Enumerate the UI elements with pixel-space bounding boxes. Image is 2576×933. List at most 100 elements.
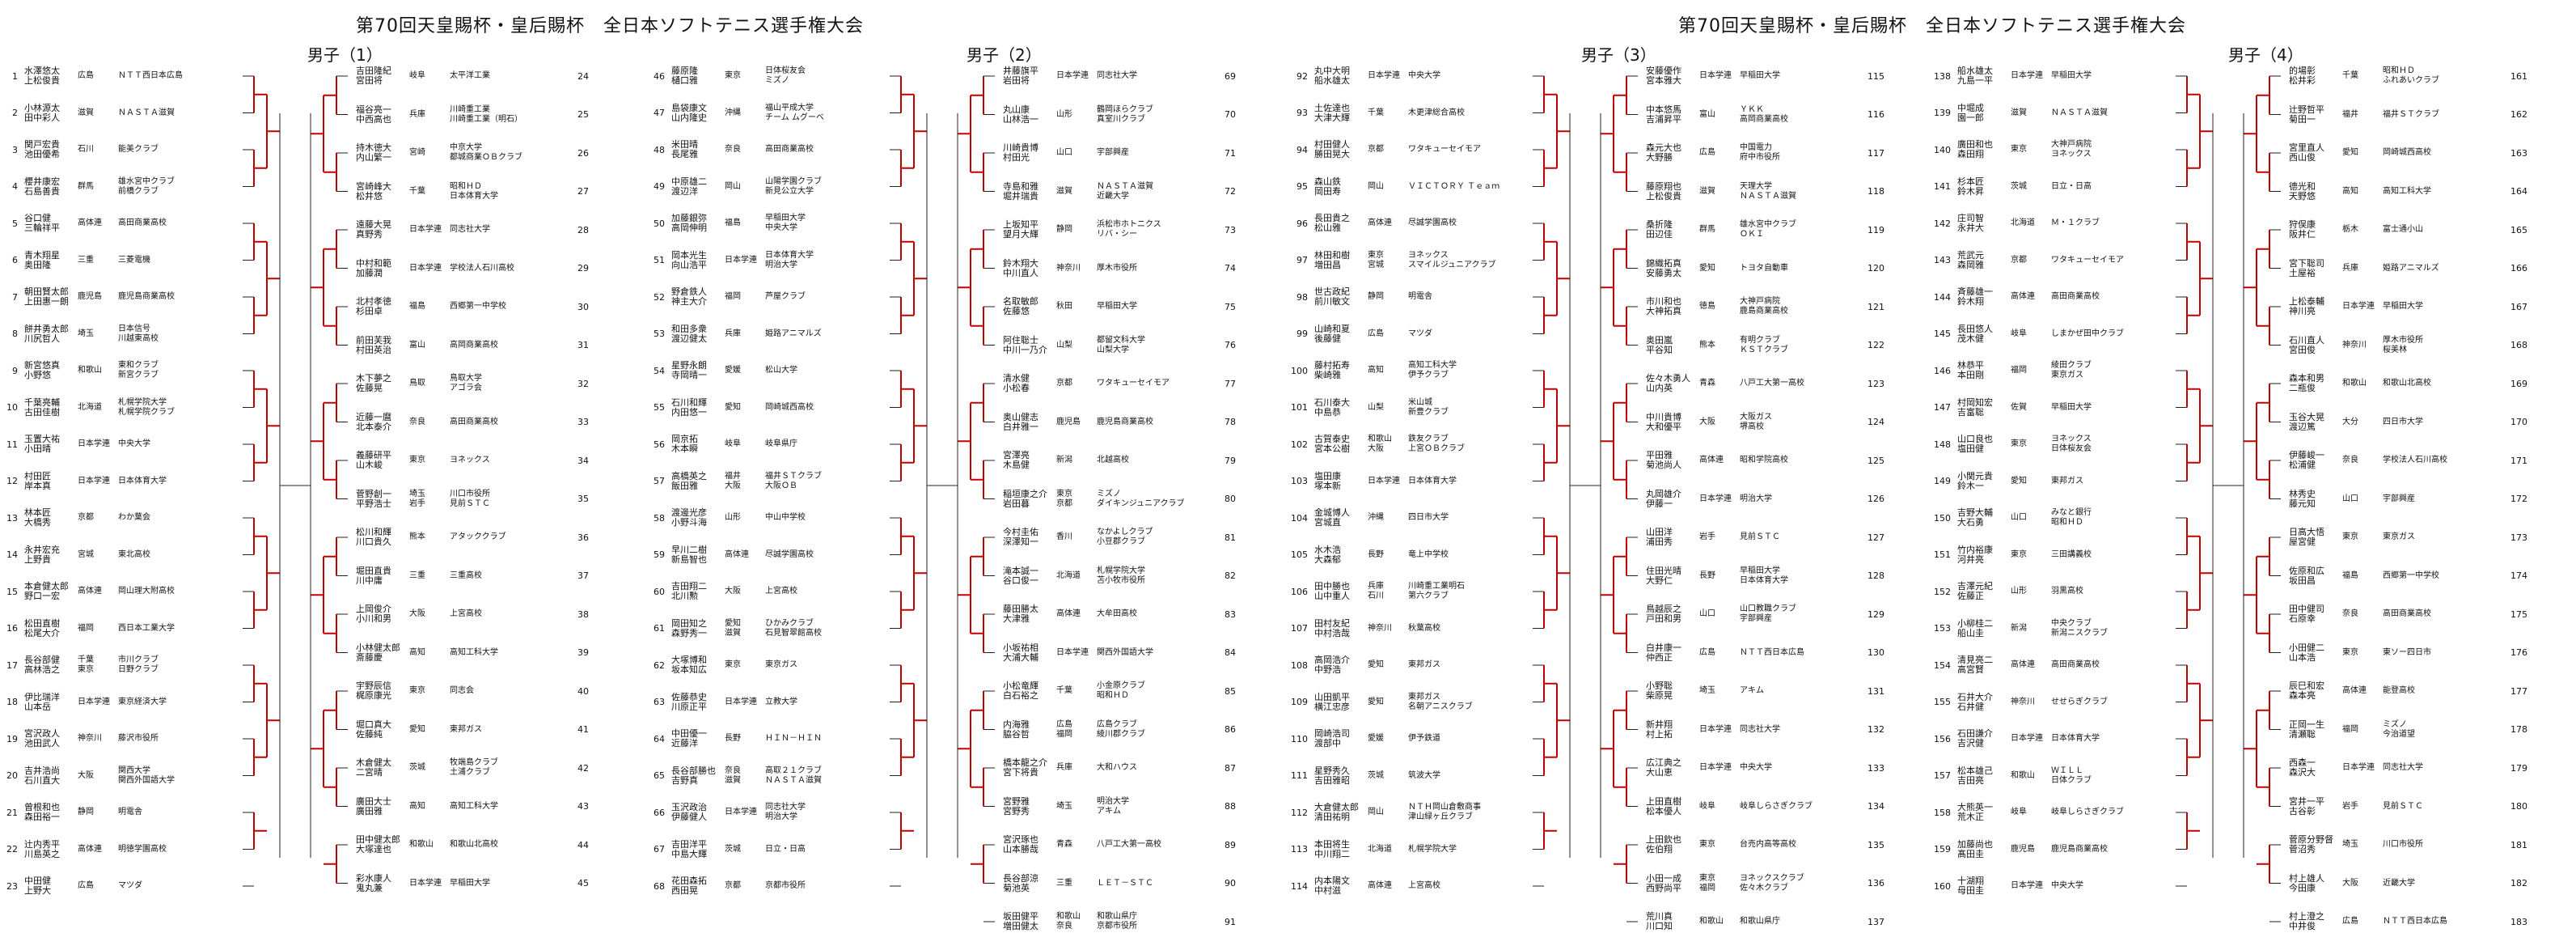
player-names: 平田雅菊池尚人 (1646, 451, 1696, 470)
player-name: 吉野大輔 (1957, 507, 1993, 518)
prefecture: 岡山 (1368, 182, 1403, 192)
prefecture-name: 愛知 (1699, 263, 1715, 273)
player-name: 小坂祐相 (1003, 642, 1038, 653)
team-name: 堺高校 (1740, 422, 1764, 431)
player-name: 鬼丸兼 (356, 882, 383, 893)
prefecture-name: 岩手 (1699, 532, 1715, 541)
prefecture: 茨城 (725, 845, 760, 855)
player-name: 西山俊 (2289, 152, 2316, 163)
prefecture-name: 宮城 (1368, 260, 1384, 269)
prefecture-name: 滋賀 (2011, 108, 2027, 117)
player-names: 水木浩大森郁 (1314, 545, 1364, 565)
entry-number: 146 (1934, 365, 1951, 376)
player-names: 宮下聡司土屋裕 (2289, 257, 2339, 278)
team-name: 岡山理大附高校 (118, 587, 175, 596)
team: 見前ＳＴＣ (2383, 802, 2504, 812)
team: 岡山理大附高校 (118, 587, 239, 596)
player-name: 二瓶俊 (2289, 383, 2316, 393)
player-name: 山中重人 (1314, 591, 1350, 601)
section-title-2: 男子（2） (967, 45, 1042, 65)
prefecture: 千葉 (2342, 71, 2378, 81)
entry-number: 108 (1291, 659, 1308, 671)
player-name: 神主大介 (671, 296, 707, 307)
entry-number: 75 (1225, 301, 1236, 312)
player-names: 荒川真川口知 (1646, 912, 1696, 931)
team-name: 高田商業高校 (2051, 292, 2100, 301)
team-name: 今治道望 (2383, 729, 2415, 739)
player-names: 長田悠人茂木健 (1957, 324, 2007, 344)
player-name: 宮下聡司 (2289, 257, 2324, 269)
prefecture: 群馬 (78, 182, 113, 192)
team-name: 宇部興産 (2383, 494, 2415, 503)
player-name: 滝本誠一 (1003, 565, 1038, 576)
entry-number: 45 (577, 878, 589, 888)
team-name: 高田商業高校 (765, 145, 814, 154)
team-name: 大阪ガス (1740, 412, 1772, 422)
player-names: 中堀成園一郎 (1957, 103, 2007, 123)
player-name: 本田剛 (1957, 370, 1984, 380)
team-name: 西郷第一中学校 (2383, 570, 2439, 580)
team-name: 太平洋工業 (450, 71, 490, 80)
player-name: 上野大 (24, 885, 51, 896)
team-name: 新豊クラブ (1408, 407, 1449, 417)
player-name: 田中彩人 (24, 112, 60, 123)
team-name: ワタキューセイモア (1408, 145, 1481, 154)
team-name: 八戸工大第一高校 (1740, 379, 1804, 388)
player-name: 藤田勝太 (1003, 604, 1038, 614)
entry-number: 26 (577, 147, 589, 159)
player-names: 中本悠馬吉浦昇平 (1646, 104, 1696, 125)
entry-number: 3 (12, 144, 18, 155)
prefecture-name: 兵庫 (409, 109, 425, 119)
player-name: 大倉健太郎 (1314, 802, 1359, 812)
prefecture-name: 東京 (1056, 489, 1072, 498)
player-name: 星野秀久 (1314, 765, 1350, 776)
prefecture-name: 東京 (725, 71, 741, 80)
player-name: 永井宏充 (24, 544, 60, 555)
team-name: ＨＩＮ－ＨＩＮ (765, 734, 822, 743)
player-names: 関戸宏貴池田優希 (24, 140, 74, 159)
player-name: 辻野哲平 (2289, 104, 2324, 115)
player-names: 上田欽也佐伯翔 (1646, 835, 1696, 855)
player-names: 德光和天野悠 (2289, 181, 2339, 201)
team-name: 伊予鉄道 (1408, 734, 1440, 743)
player-name: 吉澤元紀 (1957, 581, 1993, 592)
team-name: 近畿大学 (2383, 878, 2415, 888)
entry-number: 66 (654, 807, 665, 818)
prefecture: 日本学連 (2342, 302, 2378, 312)
player-names: 青木翔星奥田隆 (24, 250, 74, 270)
player-name: 二宮晴 (356, 767, 383, 778)
player-names: 山田凱平横江忠彦 (1314, 692, 1364, 712)
team-name: 台売内高等高校 (1740, 840, 1796, 849)
player-name: 井藤旗平 (1003, 66, 1038, 76)
entry-number: 178 (2510, 724, 2527, 735)
team-name: チーム ムグーベ (765, 112, 824, 122)
team-name: 新潟ニスクラブ (2051, 628, 2108, 638)
player-name: 上岡俊介 (356, 604, 391, 614)
team: 高知工科大学 (2383, 187, 2504, 197)
team-name: 日本体育大学 (450, 191, 498, 201)
player-names: 藤原隆樋口雅 (671, 66, 721, 86)
team-name: せせらぎクラブ (2051, 697, 2108, 706)
team: 日立・日高 (765, 845, 886, 855)
prefecture: 愛知 (1368, 698, 1403, 707)
player-name: 長田悠人 (1957, 323, 1993, 334)
player-name: 高宮賢 (1957, 664, 1984, 675)
player-names: 長谷部勝也吉野真 (671, 765, 721, 786)
prefecture: 東京 (2342, 648, 2378, 658)
player-name: 菅沼秀 (2289, 844, 2316, 855)
player-name: 森山鉄 (1314, 176, 1341, 187)
player-names: 井藤旗平岩田将 (1003, 66, 1053, 86)
team-name: 同志社大学 (1097, 71, 1137, 80)
